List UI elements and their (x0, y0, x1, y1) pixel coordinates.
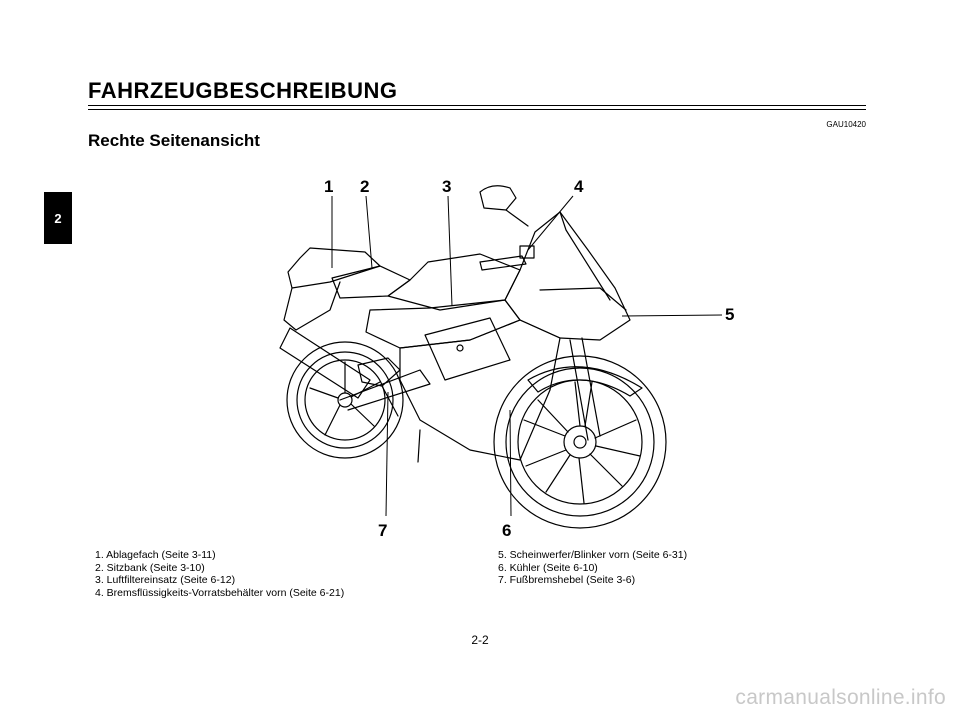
handlebar (479, 255, 527, 271)
brake-pedal (357, 357, 401, 387)
caption-item: 1. Ablagefach (Seite 3-11) (95, 549, 216, 561)
captions-left: 1. Ablagefach (Seite 3-11) 2. Sitzbank (… (95, 549, 344, 599)
doc-code: GAU10420 (826, 120, 866, 129)
callout-7: 7 (378, 521, 387, 540)
brake-reservoir (519, 245, 535, 259)
section-title: FAHRZEUGBESCHREIBUNG (88, 78, 398, 103)
mirror (479, 185, 517, 211)
caption-item: 5. Scheinwerfer/Blinker vorn (Seite 6-31… (498, 549, 688, 561)
caption-item: 4. Bremsflüssigkeits-Vorratsbehälter vor… (95, 586, 345, 599)
front-wheel (493, 355, 667, 529)
caption-item: 3. Luftfiltereinsatz (Seite 6-12) (95, 574, 236, 586)
caption-item: 7. Fußbremshebel (Seite 3-6) (498, 574, 636, 586)
callout-1: 1 (324, 177, 333, 196)
caption-item: 2. Sitzbank (Seite 3-10) (95, 561, 205, 574)
captions-right: 5. Scheinwerfer/Blinker vorn (Seite 6-31… (498, 549, 687, 587)
callout-4: 4 (574, 177, 584, 196)
motorcycle-diagram: 1 2 3 4 5 6 7 (279, 177, 734, 540)
title-rule (88, 105, 866, 110)
callout-2: 2 (360, 177, 369, 196)
rear-wheel (286, 341, 404, 459)
lower-fairing (399, 319, 561, 461)
callout-5: 5 (725, 305, 734, 324)
callout-3: 3 (442, 177, 451, 196)
exhaust (279, 327, 371, 399)
fairing (504, 211, 631, 341)
seat (331, 265, 411, 299)
watermark: carmanualsonline.info (735, 686, 946, 709)
caption-item: 6. Kühler (Seite 6-10) (498, 561, 598, 574)
chapter-tab: 2 (44, 192, 72, 244)
callout-6: 6 (502, 521, 511, 540)
page-number: 2-2 (471, 633, 489, 647)
page-subtitle: Rechte Seitenansicht (88, 131, 260, 150)
fuel-tank (387, 253, 521, 311)
seat-cowl (287, 247, 381, 289)
